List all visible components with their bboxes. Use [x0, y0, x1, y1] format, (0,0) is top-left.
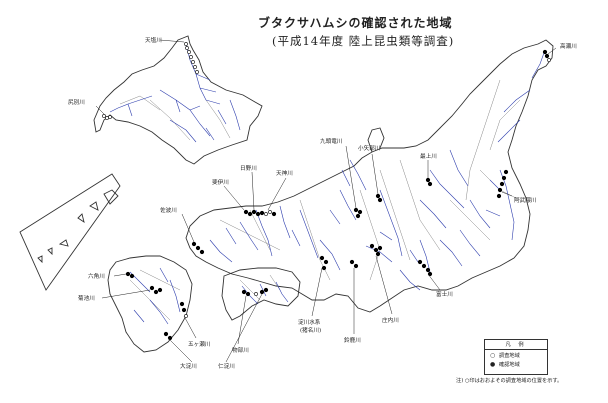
legend-label-confirmed: 確認地域 [499, 362, 520, 368]
markers-yodo [319, 255, 329, 271]
label-kikuchi: 菊池川 [78, 294, 95, 302]
filled-circle-icon: ● [490, 361, 496, 368]
markers-sabe [191, 241, 205, 255]
label-monobe: 物部川 [232, 346, 249, 354]
label-rokkaku: 六角川 [88, 272, 105, 280]
markers-sanin [243, 209, 277, 217]
noto-coast [367, 127, 385, 153]
legend-item-surveyed: ○ 調査地域 [485, 350, 547, 359]
label-suzuka: 鈴鹿川 [344, 336, 361, 344]
leader-lines [95, 39, 557, 363]
label-shiribetsu: 尻別川 [68, 98, 85, 106]
ryukyu-islands [37, 189, 119, 264]
label-onyu: 小矢部川 [358, 144, 380, 152]
map-title: ブタクサハムシの確認された地域 [258, 16, 453, 30]
markers-oyodo [163, 331, 173, 341]
label-abukuma: 阿武隈川 [514, 196, 536, 204]
markers-rokkaku [125, 271, 135, 279]
footnote: 注) ○印はおおよその調査地域の位置を示す。 [456, 378, 563, 384]
label-kuzuryu: 九頭竜川 [320, 137, 342, 145]
markers-kuzuryu [353, 207, 363, 219]
markers-shonai [369, 243, 383, 257]
label-shonai: 庄内川 [382, 316, 399, 324]
rivers [109, 43, 546, 325]
legend-item-confirmed: ● 確認地域 [485, 359, 547, 368]
label-takase: 高瀬川 [560, 42, 577, 50]
label-hii: 斐伊川 [212, 178, 229, 186]
markers-gokase [179, 301, 188, 318]
markers-suzuka [349, 259, 359, 269]
label-hino: 日野川 [240, 164, 257, 172]
label-tenshio: 天塩川 [145, 36, 162, 44]
label-sabe: 佐波川 [160, 206, 177, 214]
legend: 凡 例 ○ 調査地域 ● 確認地域 [484, 339, 548, 375]
markers-tenshio [184, 42, 199, 74]
markers-shiribetsu [102, 114, 112, 120]
markers-takase [542, 49, 551, 62]
kyushu-coast [107, 255, 193, 353]
honshu-coast [185, 39, 554, 313]
label-yodo: 淀川水系 (猪名川) [298, 318, 322, 334]
hokkaido-coast [93, 35, 263, 165]
markers-kikuchi [149, 285, 163, 295]
label-yodo-line1: 淀川水系 [298, 318, 321, 326]
legend-title: 凡 例 [485, 340, 547, 350]
legend-label-surveyed: 調査地域 [499, 353, 520, 359]
open-circle-icon: ○ [490, 352, 496, 359]
label-fuji: 富士川 [436, 290, 453, 298]
coastlines [19, 35, 554, 353]
markers-shikoku [241, 287, 269, 297]
shikoku-coast [221, 267, 301, 321]
markers-abukuma [496, 169, 509, 199]
markers [102, 42, 551, 341]
inset-box [19, 173, 121, 291]
label-mogami: 最上川 [420, 152, 437, 160]
markers-fuji [417, 259, 433, 277]
label-oyodo: 大淀川 [180, 362, 197, 370]
markers-mogami [425, 177, 433, 187]
markers-onyu [375, 193, 383, 203]
river-labels: 天塩川 尻別川 高瀬川 最上川 阿武隈川 九頭竜川 小矢部川 天神川 日野川 斐… [68, 36, 577, 370]
label-gokase: 五ヶ瀬川 [188, 340, 210, 348]
label-niyodo: 仁淀川 [218, 362, 235, 370]
map-subtitle: (平成14年度 陸上昆虫類等調査) [272, 34, 455, 48]
prefecture-borders [119, 79, 521, 321]
label-tenjin: 天神川 [276, 169, 293, 177]
label-yodo-line2: (猪名川) [300, 326, 321, 334]
